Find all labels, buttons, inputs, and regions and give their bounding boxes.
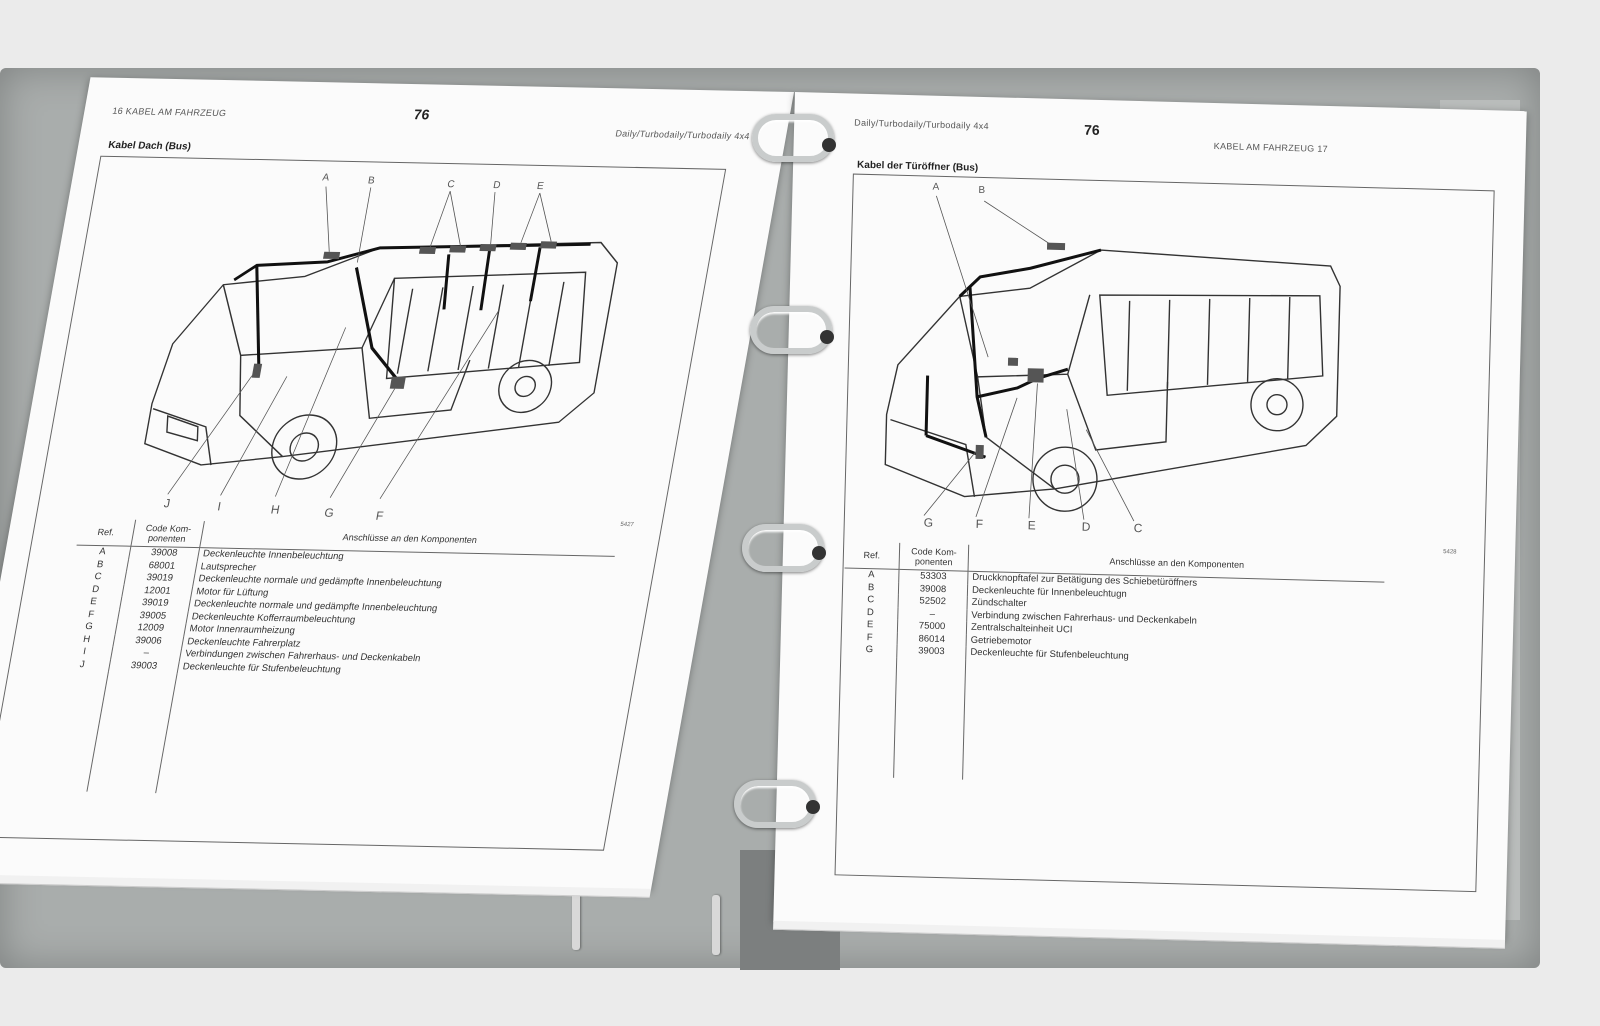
van-door-wiring-illustration bbox=[884, 195, 1341, 522]
callout-b: B bbox=[978, 184, 986, 197]
right-page: Daily/Turbodaily/Turbodaily 4x4 76 KABEL… bbox=[773, 92, 1527, 949]
roof-components bbox=[251, 241, 558, 389]
right-section-title: Kabel der Türöffner (Bus) bbox=[856, 159, 979, 174]
cell-ref: D bbox=[67, 583, 125, 597]
callout-f: F bbox=[975, 516, 984, 532]
table-filler-row bbox=[32, 670, 593, 802]
left-header-model: Daily/Turbodaily/Turbodaily 4x4 bbox=[614, 128, 751, 142]
binder-ring-3 bbox=[742, 524, 824, 572]
left-header-number: 76 bbox=[412, 106, 431, 123]
left-figure-number: 5427 bbox=[619, 521, 635, 529]
callout-g: G bbox=[923, 515, 934, 530]
cell-ref: B bbox=[72, 558, 129, 572]
callout-a: A bbox=[932, 181, 940, 193]
van-body bbox=[884, 249, 1341, 512]
binder-ring-1 bbox=[752, 114, 834, 162]
table-filler-row bbox=[839, 655, 1382, 790]
door-components bbox=[975, 242, 1066, 460]
right-header-model: Daily/Turbodaily/Turbodaily 4x4 bbox=[854, 117, 990, 132]
binder-ring-4 bbox=[734, 780, 816, 828]
cell-ref: C bbox=[69, 570, 127, 585]
binder-rod-left bbox=[572, 890, 580, 950]
callout-d: D bbox=[1081, 519, 1091, 534]
callout-e: E bbox=[1027, 518, 1037, 533]
cell-ref: E bbox=[65, 595, 122, 610]
left-section-title: Kabel Dach (Bus) bbox=[107, 139, 192, 153]
binder-ring-2 bbox=[750, 306, 832, 354]
van-body bbox=[144, 241, 619, 480]
cell-ref: F bbox=[63, 608, 120, 622]
callout-c: C bbox=[1133, 521, 1143, 536]
van-roof-wiring-illustration bbox=[144, 186, 619, 499]
left-page: 16 KABEL AM FAHRZEUG 76 Daily/Turbodaily… bbox=[0, 77, 794, 898]
right-figure-number: 5428 bbox=[1443, 549, 1457, 556]
right-header-number: 76 bbox=[1083, 121, 1100, 138]
col-ref: Ref. bbox=[76, 518, 136, 547]
callout-leaders bbox=[923, 195, 1135, 522]
punch-hole bbox=[820, 330, 834, 344]
right-components-table: Ref. Code Kom- ponenten Anschlüsse an de… bbox=[839, 541, 1386, 790]
binder-rod-right bbox=[712, 895, 720, 955]
left-components-table: Ref. Code Kom- ponenten Anschlüsse an de… bbox=[32, 518, 620, 802]
right-header-chapter: KABEL AM FAHRZEUG 17 bbox=[1213, 140, 1329, 154]
col-code: Code Kom- ponenten bbox=[899, 542, 969, 572]
cell-ref: G bbox=[60, 620, 118, 635]
cell-ref: I bbox=[56, 645, 113, 660]
door-wiring bbox=[924, 248, 1102, 459]
col-code: Code Kom- ponenten bbox=[130, 519, 205, 548]
cell-ref: J bbox=[54, 658, 111, 672]
col-ref: Ref. bbox=[844, 541, 900, 570]
punch-hole bbox=[812, 546, 826, 560]
punch-hole bbox=[822, 138, 836, 152]
cell-ref: H bbox=[58, 633, 116, 647]
cell-ref: A bbox=[74, 545, 131, 560]
callout-leaders bbox=[167, 186, 552, 499]
left-header-chapter: 16 KABEL AM FAHRZEUG bbox=[111, 105, 228, 119]
punch-hole bbox=[806, 800, 820, 814]
